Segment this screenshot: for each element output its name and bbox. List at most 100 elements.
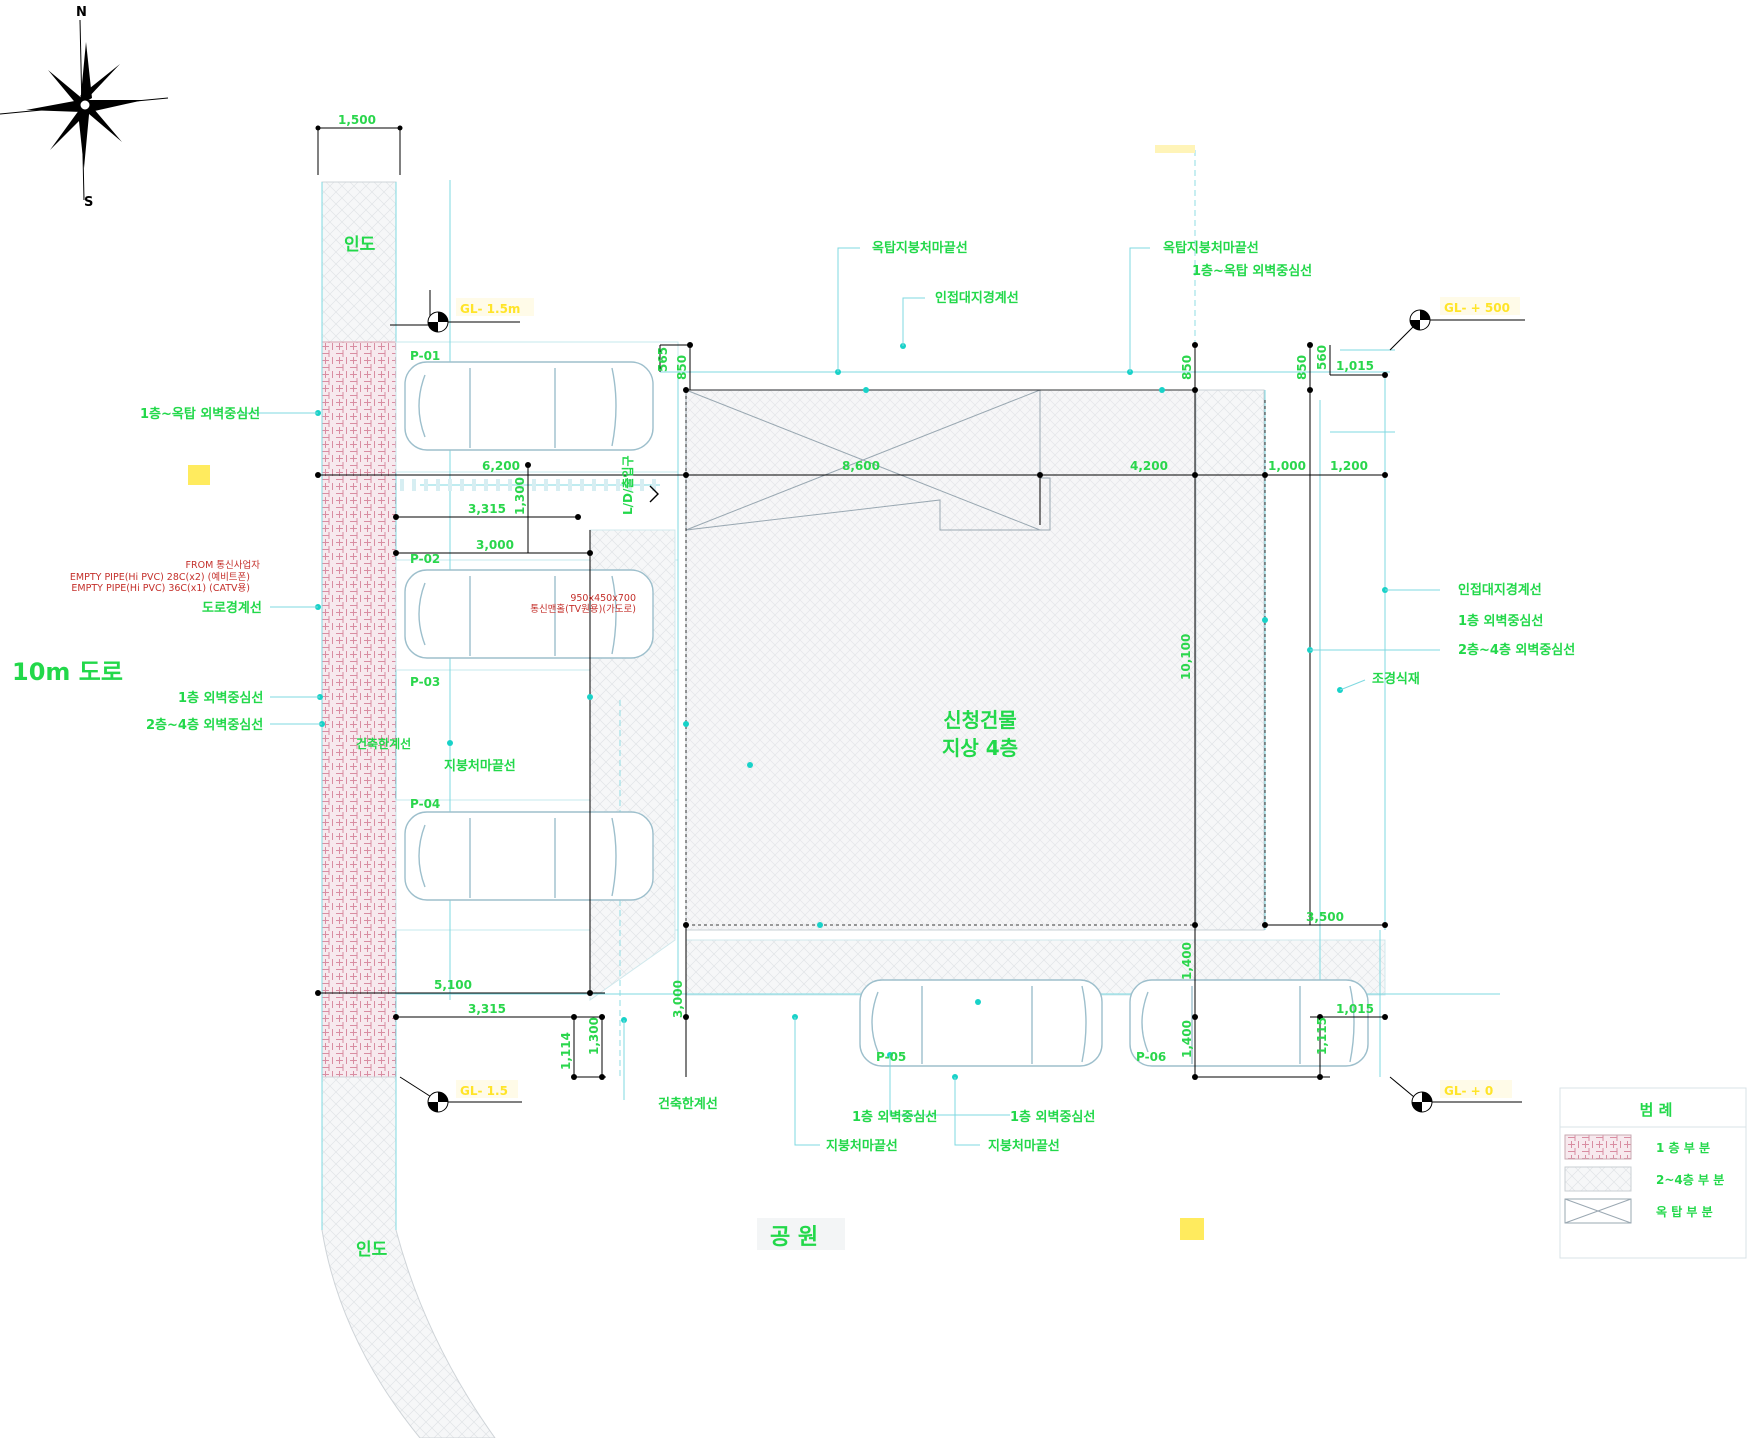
dim-850c: 850 — [1295, 355, 1309, 380]
marker-top — [1155, 145, 1195, 153]
label-wall-1f-roof-top: 1층~옥탑 외벽중심선 — [1192, 263, 1312, 279]
parking-p06: P-06 — [1136, 1050, 1166, 1064]
dim-4200: 4,200 — [1130, 459, 1168, 473]
level-marker-br: GL- + 0 — [1389, 1076, 1522, 1113]
car-p02 — [404, 569, 654, 659]
label-roof-eave-left: 지붕처마끝선 — [444, 758, 516, 774]
dim-3315a: 3,315 — [468, 502, 506, 516]
label-roof-eave-bottom-a: 지붕처마끝선 — [826, 1138, 898, 1154]
label-wall-2f4f-left: 2층~4층 외벽중심선 — [146, 717, 263, 733]
car-p05 — [859, 979, 1103, 1067]
legend-swatch-1f — [1564, 1134, 1632, 1160]
dim-1015a: 1,015 — [1336, 359, 1374, 373]
legend: 범 례 1 층 부 분 2~4층 부 분 옥 탑 부 분 — [1559, 1087, 1747, 1259]
label-wall-1f-right: 1층 외벽중심선 — [1458, 613, 1543, 629]
sidewalk-bottom-label: 인도 — [356, 1240, 388, 1260]
legend-title: 범 례 — [1640, 1101, 1673, 1119]
label-roof-eave-bottom-b: 지붕처마끝선 — [988, 1138, 1060, 1154]
label-rooftop-eave-1: 옥탑지붕처마끝선 — [872, 240, 968, 256]
dim-3500: 3,500 — [1306, 910, 1344, 924]
dim-8600: 8,600 — [842, 459, 880, 473]
parking-cars — [404, 361, 1369, 1067]
dimension-dots — [315, 125, 1388, 1080]
leader-lines — [240, 247, 1440, 1146]
legend-item-1f: 1 층 부 분 — [1656, 1140, 1710, 1155]
park-label-box — [757, 1218, 845, 1250]
dim-6200: 6,200 — [482, 459, 520, 473]
note-comm-1: FROM 통신사업자 — [186, 559, 261, 571]
dimension-lines — [317, 127, 1385, 1078]
dim-1114: 1,114 — [559, 1032, 573, 1070]
compass-south: S — [84, 195, 93, 210]
north-arrow-icon: N S — [0, 5, 169, 210]
label-building-line-left: 건축한계선 — [356, 736, 411, 751]
marker-bottom — [1180, 1218, 1204, 1240]
level-top-left: GL- 1.5m — [460, 302, 520, 316]
dim-565: 565 — [656, 347, 670, 372]
level-markers: GL- 1.5m GL- + 500 GL- 1.5 GL- + 0 — [390, 290, 1525, 1113]
label-building-line-bottom: 건축한계선 — [658, 1096, 718, 1112]
dim-1300b: 1,300 — [587, 1017, 601, 1055]
dim-1400b: 1,400 — [1180, 1020, 1194, 1058]
compass-north: N — [76, 5, 87, 20]
note-comm-3: EMPTY PIPE(Hi PVC) 36C(x1) (CATV용) — [71, 583, 250, 594]
label-adjacent-boundary-top: 인접대지경계선 — [935, 290, 1019, 306]
dim-3315b: 3,315 — [468, 1002, 506, 1016]
label-wall-1f-bottom-a: 1층 외벽중심선 — [852, 1109, 937, 1125]
legend-item-2f4f: 2~4층 부 분 — [1656, 1172, 1724, 1187]
legend-swatch-2f4f — [1564, 1166, 1632, 1192]
dim-850a: 850 — [675, 355, 689, 380]
label-rooftop-eave-2: 옥탑지붕처마끝선 — [1163, 240, 1259, 256]
note-manhole-2: 통신맨홀(TV원용)(가도로) — [530, 603, 636, 615]
building-floors: 지상 4층 — [942, 736, 1018, 760]
parking-p04: P-04 — [410, 797, 440, 811]
label-entrance: L/D/출입구 — [620, 456, 635, 516]
label-wall-1f-bottom-b: 1층 외벽중심선 — [1010, 1109, 1095, 1125]
road-label: 10m 도로 — [12, 658, 123, 686]
label-wall-1f-left: 1층 외벽중심선 — [178, 690, 263, 706]
legend-cross-icon — [1564, 1198, 1632, 1224]
sidewalk-top-label: 인도 — [344, 235, 376, 255]
parking-p01: P-01 — [410, 349, 440, 363]
dim-3000: 3,000 — [476, 538, 514, 552]
label-landscape: 조경식재 — [1372, 671, 1420, 687]
dim-5100: 5,100 — [434, 978, 472, 992]
sidewalk — [321, 181, 496, 1438]
marker-left — [188, 465, 210, 485]
dim-sidewalk-width: 1,500 — [338, 113, 376, 127]
label-wall-2f4f-right: 2층~4층 외벽중심선 — [1458, 642, 1575, 658]
dim-850b: 850 — [1180, 355, 1194, 380]
dim-1115: 1,115 — [1315, 1017, 1329, 1055]
dim-1400a: 1,400 — [1180, 942, 1194, 980]
level-top-right: GL- + 500 — [1444, 301, 1510, 315]
level-marker-tl: GL- 1.5m — [390, 290, 534, 333]
level-bottom-left: GL- 1.5 — [460, 1084, 508, 1098]
dim-1015b: 1,015 — [1336, 1002, 1374, 1016]
parking-p02: P-02 — [410, 552, 440, 566]
dim-1000: 1,000 — [1268, 459, 1306, 473]
legend-item-rooftop: 옥 탑 부 분 — [1656, 1204, 1713, 1219]
label-wall-1f-roof-left: 1층~옥탑 외벽중심선 — [140, 406, 260, 422]
note-manhole-1: 950x450x700 — [570, 593, 636, 604]
building-footprint: 신청건물 지상 4층 — [685, 389, 1385, 931]
park-label: 공 원 — [770, 1225, 818, 1250]
building-name: 신청건물 — [943, 708, 1017, 732]
parking-p03: P-03 — [410, 675, 440, 689]
level-marker-tr: GL- + 500 — [1389, 297, 1525, 351]
car-p01 — [404, 361, 654, 451]
entrance-arrow-icon — [649, 485, 659, 503]
level-bottom-right: GL- + 0 — [1444, 1084, 1493, 1098]
dim-3000b: 3,000 — [671, 980, 685, 1018]
parking-p05: P-05 — [876, 1050, 906, 1064]
car-p06 — [1129, 979, 1369, 1067]
dim-560: 560 — [1315, 345, 1329, 370]
car-p03 — [404, 811, 654, 901]
note-comm-2: EMPTY PIPE(Hi PVC) 28C(x2) (예비트폰) — [70, 572, 250, 583]
dim-10100: 10,100 — [1179, 634, 1193, 680]
dim-1300: 1,300 — [513, 477, 527, 515]
label-adjacent-boundary-right: 인접대지경계선 — [1458, 582, 1542, 598]
level-marker-bl: GL- 1.5 — [399, 1076, 522, 1113]
dim-1200: 1,200 — [1330, 459, 1368, 473]
label-road-boundary: 도로경계선 — [202, 600, 262, 616]
